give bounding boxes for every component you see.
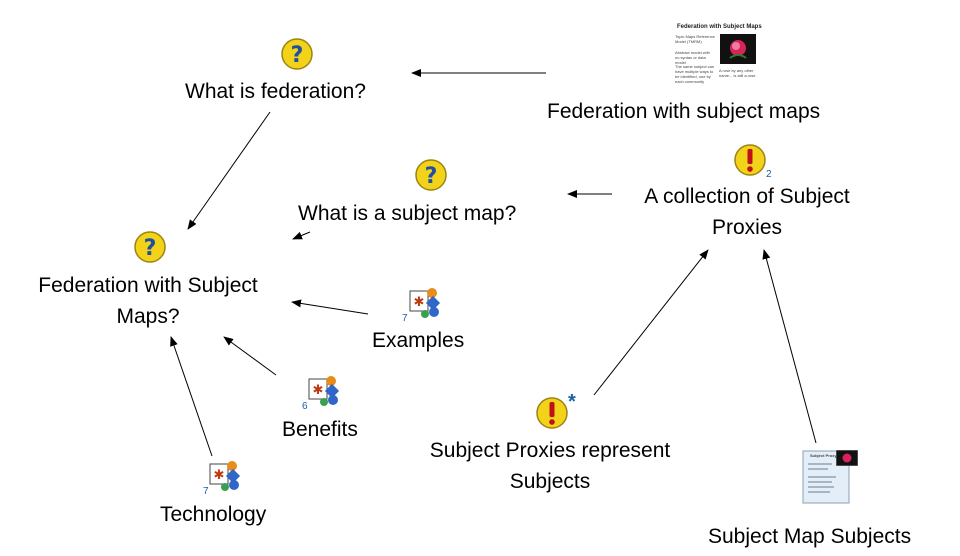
- question-icon: ?: [281, 38, 313, 70]
- edge-federation-to-question: [187, 111, 271, 230]
- question-icon: ?: [415, 159, 447, 191]
- svg-text:?: ?: [291, 43, 304, 68]
- node-federation-question-line1: Federation with Subject: [38, 274, 258, 297]
- node-subject-proxies-represent-subjects[interactable]: Subject Proxies represent Subjects: [402, 435, 698, 497]
- child-count: 2: [766, 169, 772, 180]
- slide-thumbnail[interactable]: Federation with Subject Maps Topic Maps …: [672, 22, 762, 88]
- slide-thumbnail-bullet: Topic Maps Reference Model (TMRM): [675, 34, 715, 44]
- node-technology[interactable]: Technology: [160, 503, 267, 526]
- svg-text:?: ?: [425, 164, 438, 189]
- node-proxies-line2: Subjects: [509, 470, 591, 493]
- node-what-is-federation[interactable]: What is federation?: [185, 80, 366, 103]
- node-federation-question-line2: Maps?: [116, 305, 180, 328]
- node-benefits[interactable]: Benefits: [282, 418, 358, 441]
- map-cluster-icon: ✱: [409, 288, 441, 318]
- svg-text:?: ?: [144, 236, 157, 261]
- child-count: 7: [203, 486, 209, 497]
- svg-text:✱: ✱: [214, 468, 225, 483]
- edge-technology-to-question: [170, 336, 213, 457]
- slide-thumbnail-title: Federation with Subject Maps: [677, 24, 762, 30]
- edge-benefits-to-question: [223, 336, 277, 376]
- exclamation-icon: [536, 397, 568, 429]
- child-count: 6: [302, 401, 308, 412]
- svg-text:✱: ✱: [313, 383, 324, 398]
- node-collection-of-subject-proxies[interactable]: A collection of Subject Proxies: [616, 181, 878, 243]
- node-proxies-line1: Subject Proxies represent: [429, 439, 671, 462]
- edge-examples-to-question: [291, 299, 369, 315]
- rose-image: [836, 450, 858, 466]
- exclamation-icon: [734, 144, 766, 176]
- slide-thumbnail-caption: A rose by any other name... is still a r…: [719, 68, 756, 78]
- child-count: 7: [402, 313, 408, 324]
- map-cluster-icon: ✱: [209, 461, 241, 491]
- slide-thumbnail-bullet: Abstract model with no syntax or data mo…: [675, 50, 710, 65]
- subject-proxy-document-title: Subject Proxy: [810, 453, 837, 458]
- node-subject-map-subjects[interactable]: Subject Map Subjects: [708, 525, 912, 548]
- node-federation-with-subject-maps-slide[interactable]: Federation with subject maps: [547, 100, 821, 123]
- node-collection-line2: Proxies: [711, 216, 783, 239]
- node-examples[interactable]: Examples: [372, 329, 465, 352]
- rose-image: [720, 34, 756, 64]
- node-what-is-a-subject-map[interactable]: What is a subject map?: [298, 202, 517, 225]
- subject-proxy-document[interactable]: Subject Proxy: [800, 448, 862, 506]
- node-collection-line1: A collection of Subject: [644, 185, 850, 208]
- node-federation-with-subject-maps-question[interactable]: Federation with Subject Maps?: [10, 270, 286, 332]
- map-cluster-icon: ✱: [308, 376, 340, 406]
- asterisk-marker: *: [568, 391, 576, 413]
- slide-thumbnail-bullet: The same subject can have multiple ways …: [675, 64, 715, 84]
- question-icon: ?: [134, 231, 166, 263]
- edge-mapsubjects-to-collection: [762, 249, 817, 444]
- edge-proxies-to-collection: [593, 249, 709, 396]
- edge-submap-to-question: [292, 231, 311, 240]
- svg-text:✱: ✱: [414, 295, 425, 310]
